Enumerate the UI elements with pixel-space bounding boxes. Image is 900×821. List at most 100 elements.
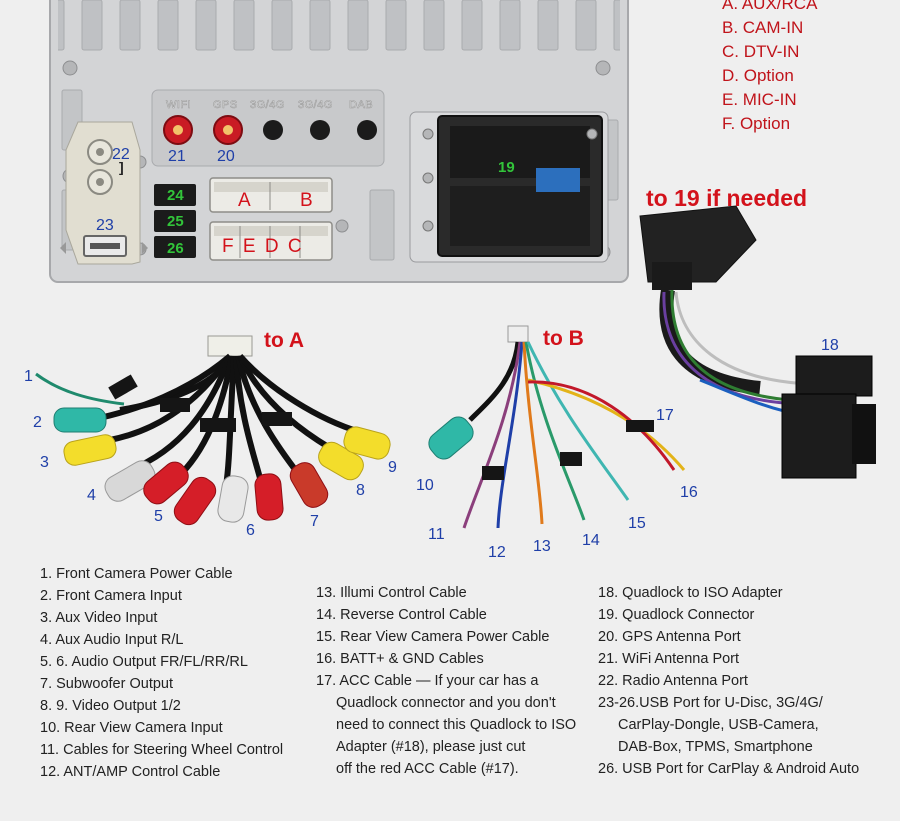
option-item: F. Option bbox=[722, 114, 791, 133]
gps-antenna-port[interactable] bbox=[213, 115, 243, 145]
option-item: E. MIC-IN bbox=[722, 90, 797, 109]
label-3g4g-2: 3G/4G bbox=[298, 99, 333, 111]
usb-port-26[interactable] bbox=[154, 236, 196, 258]
label-11: 11 bbox=[428, 526, 445, 543]
connector-c-f-socket[interactable] bbox=[209, 221, 333, 261]
quadlock-iso-adapter bbox=[639, 205, 876, 479]
panel-port-labels: WIFI GPS 3G/4G 3G/4G DAB bbox=[166, 99, 373, 112]
legend-item: 1. Front Camera Power Cable bbox=[40, 566, 233, 582]
connector-a-b-socket[interactable] bbox=[209, 177, 333, 213]
rca-plug-front-cam-input bbox=[53, 407, 107, 433]
legend-item: 11. Cables for Steering Wheel Control bbox=[40, 742, 284, 758]
label-8: 8 bbox=[356, 482, 365, 499]
3g4g-port-hole bbox=[310, 120, 330, 140]
callout-to-19: to 19 if needed bbox=[646, 185, 807, 211]
label-26: 26 bbox=[167, 240, 184, 257]
label-22: 22 bbox=[112, 146, 130, 163]
label-3: 3 bbox=[40, 454, 49, 471]
letter-a: A bbox=[238, 190, 251, 211]
letter-b: B bbox=[300, 190, 313, 211]
label-17: 17 bbox=[656, 407, 674, 424]
usb-number-labels: 24 25 26 19 bbox=[167, 159, 515, 257]
label-14: 14 bbox=[582, 532, 600, 549]
legend-column-2: 13. Illumi Control Cable 14. Reverse Con… bbox=[316, 582, 576, 780]
legend-item: 2. Front Camera Input bbox=[40, 588, 182, 604]
panel-number-labels: 21 20 22 23 bbox=[96, 146, 235, 234]
3g4g-port-hole bbox=[263, 120, 283, 140]
label-24: 24 bbox=[167, 187, 184, 204]
quadlock-connector-socket[interactable] bbox=[409, 111, 609, 263]
legend-item: off the red ACC Cable (#17). bbox=[336, 761, 519, 777]
label-21: 21 bbox=[168, 148, 186, 165]
legend-item: 21. WiFi Antenna Port bbox=[598, 651, 740, 667]
label-wifi: WIFI bbox=[166, 99, 191, 111]
label-7: 7 bbox=[310, 513, 319, 530]
callout-to-a: to A bbox=[264, 329, 304, 352]
head-unit-back-panel: ] bbox=[49, 0, 629, 283]
legend-item: 12. ANT/AMP Control Cable bbox=[40, 764, 221, 780]
part-number-labels: 1 2 3 4 5 6 7 8 9 10 11 12 13 14 15 16 1… bbox=[24, 337, 839, 561]
legend-column-3: 18. Quadlock to ISO Adapter 19. Quadlock… bbox=[598, 582, 859, 780]
rca-plug-audio-out bbox=[143, 461, 189, 505]
radio-antenna-port[interactable]: ] bbox=[87, 139, 124, 195]
rca-harness bbox=[35, 335, 391, 526]
label-2: 2 bbox=[33, 414, 42, 431]
label-12: 12 bbox=[488, 544, 506, 561]
legend-item: 8. 9. Video Output 1/2 bbox=[40, 698, 181, 714]
legend-item: 19. Quadlock Connector bbox=[598, 607, 755, 623]
legend-item: 13. Illumi Control Cable bbox=[316, 585, 467, 601]
label-10: 10 bbox=[416, 477, 434, 494]
label-4: 4 bbox=[87, 487, 96, 504]
label-9: 9 bbox=[388, 459, 397, 476]
usb-port-24[interactable] bbox=[154, 184, 196, 206]
option-item: A. AUX/RCA bbox=[722, 0, 818, 13]
legend-item: 23-26.USB Port for U-Disc, 3G/4G/ bbox=[598, 695, 823, 711]
callouts: to A to B to 19 if needed bbox=[264, 185, 807, 352]
rca-plug-aux-audio bbox=[104, 460, 156, 502]
option-item: C. DTV-IN bbox=[722, 42, 800, 61]
legend-item: 7. Subwoofer Output bbox=[40, 676, 173, 692]
label-5: 5 bbox=[154, 508, 163, 525]
label-dab: DAB bbox=[349, 99, 373, 111]
svg-text:]: ] bbox=[119, 159, 124, 175]
label-13: 13 bbox=[533, 538, 551, 555]
legend-item: Quadlock connector and you don't bbox=[336, 695, 556, 711]
legend-item: CarPlay-Dongle, USB-Camera, bbox=[618, 717, 819, 733]
legend-item: 15. Rear View Camera Power Cable bbox=[316, 629, 550, 645]
label-gps: GPS bbox=[213, 99, 238, 111]
wifi-antenna-port[interactable] bbox=[163, 115, 193, 145]
legend-item: Adapter (#18), please just cut bbox=[336, 739, 526, 755]
label-19: 19 bbox=[498, 159, 515, 176]
legend-item: 14. Reverse Control Cable bbox=[316, 607, 487, 623]
letters-fedc: F E D C bbox=[222, 236, 304, 257]
label-3g4g: 3G/4G bbox=[250, 99, 285, 111]
label-15: 15 bbox=[628, 515, 646, 532]
legend-item: 17. ACC Cable — If your car has a bbox=[316, 673, 539, 689]
legend-item: 22. Radio Antenna Port bbox=[598, 673, 748, 689]
connector-letters: A B F E D C bbox=[222, 190, 313, 257]
control-harness bbox=[428, 325, 686, 529]
option-item: B. CAM-IN bbox=[722, 18, 804, 37]
label-25: 25 bbox=[167, 213, 184, 230]
legend-item: 3. Aux Video Input bbox=[40, 610, 158, 626]
label-16: 16 bbox=[680, 484, 698, 501]
option-item: D. Option bbox=[722, 66, 794, 85]
legend-item: 5. 6. Audio Output FR/FL/RR/RL bbox=[40, 654, 248, 670]
legend-item: 10. Rear View Camera Input bbox=[40, 720, 223, 736]
rca-plug-aux-video bbox=[63, 434, 117, 466]
legend-item: 4. Aux Audio Input R/L bbox=[40, 632, 184, 648]
legend-item: 20. GPS Antenna Port bbox=[598, 629, 741, 645]
usb-port-23[interactable] bbox=[83, 235, 127, 257]
legend-item: DAB-Box, TPMS, Smartphone bbox=[618, 739, 813, 755]
legend-item: 18. Quadlock to ISO Adapter bbox=[598, 585, 783, 601]
usb-port-25[interactable] bbox=[154, 210, 196, 232]
label-20: 20 bbox=[217, 148, 235, 165]
label-18: 18 bbox=[821, 337, 839, 354]
label-1: 1 bbox=[24, 368, 33, 385]
callout-to-b: to B bbox=[543, 327, 584, 350]
label-23: 23 bbox=[96, 217, 114, 234]
label-6: 6 bbox=[246, 522, 255, 539]
legend-item: need to connect this Quadlock to ISO bbox=[336, 717, 577, 733]
